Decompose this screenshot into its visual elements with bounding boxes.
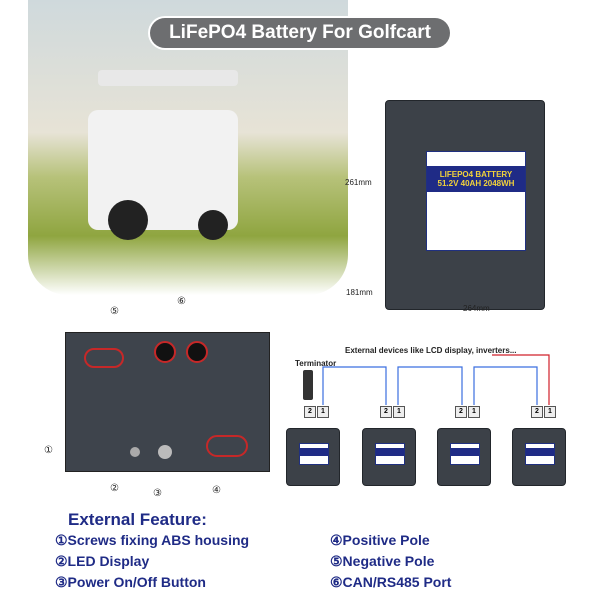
port-1: 1 [468,406,480,418]
label-line2: 51.2V 40AH 2048WH [437,179,515,188]
port-2: 2 [380,406,392,418]
callout-2: ② [110,483,119,494]
callout-6: ⑥ [177,296,186,307]
feature-item: ⑥CAN/RS485 Port [330,574,452,590]
cart-wheel [108,200,148,240]
port-1: 1 [544,406,556,418]
callout-3: ③ [153,488,162,499]
features-heading: External Feature: [68,510,207,529]
rs485-port [186,341,208,363]
callout-4: ④ [212,485,221,496]
callout-5: ⑤ [110,306,119,317]
cart-roof [98,70,238,86]
port-2: 2 [531,406,543,418]
port-2: 2 [455,406,467,418]
terminator-plug [303,370,313,400]
power-button [158,445,172,459]
battery-label: LIFEPO4 BATTERY 51.2V 40AH 2048WH [426,151,526,251]
can-port [154,341,176,363]
led-display [130,447,140,457]
network-battery [512,428,566,486]
port-2: 2 [304,406,316,418]
feature-item: ③Power On/Off Button [55,574,206,590]
link-cable [473,366,538,405]
negative-pole [84,348,124,368]
depth-dimension: 181mm [346,288,373,297]
page-title: LiFePO4 Battery For Golfcart [150,18,450,48]
positive-pole [206,435,248,457]
callout-1: ① [44,445,53,456]
top-panel-diagram [65,332,270,472]
feature-item: ①Screws fixing ABS housing [55,532,250,548]
cart-wheel [198,210,228,240]
port-1: 1 [317,406,329,418]
feature-item: ⑤Negative Pole [330,553,435,569]
external-cable [492,354,550,405]
label-line1: LIFEPO4 BATTERY [439,170,513,179]
port-1: 1 [393,406,405,418]
terminator-label: Terminator [295,359,337,368]
link-cable [322,366,387,405]
width-dimension: 264mm [463,304,490,313]
battery-image: LIFEPO4 BATTERY 51.2V 40AH 2048WH [385,100,545,310]
feature-item: ④Positive Pole [330,532,430,548]
network-battery [362,428,416,486]
network-battery [437,428,491,486]
feature-item: ②LED Display [55,553,150,569]
network-header: External devices like LCD display, inver… [345,346,517,355]
link-cable [397,366,463,405]
golf-cart-photo [28,0,348,295]
height-dimension: 261mm [345,178,372,187]
network-battery [286,428,340,486]
